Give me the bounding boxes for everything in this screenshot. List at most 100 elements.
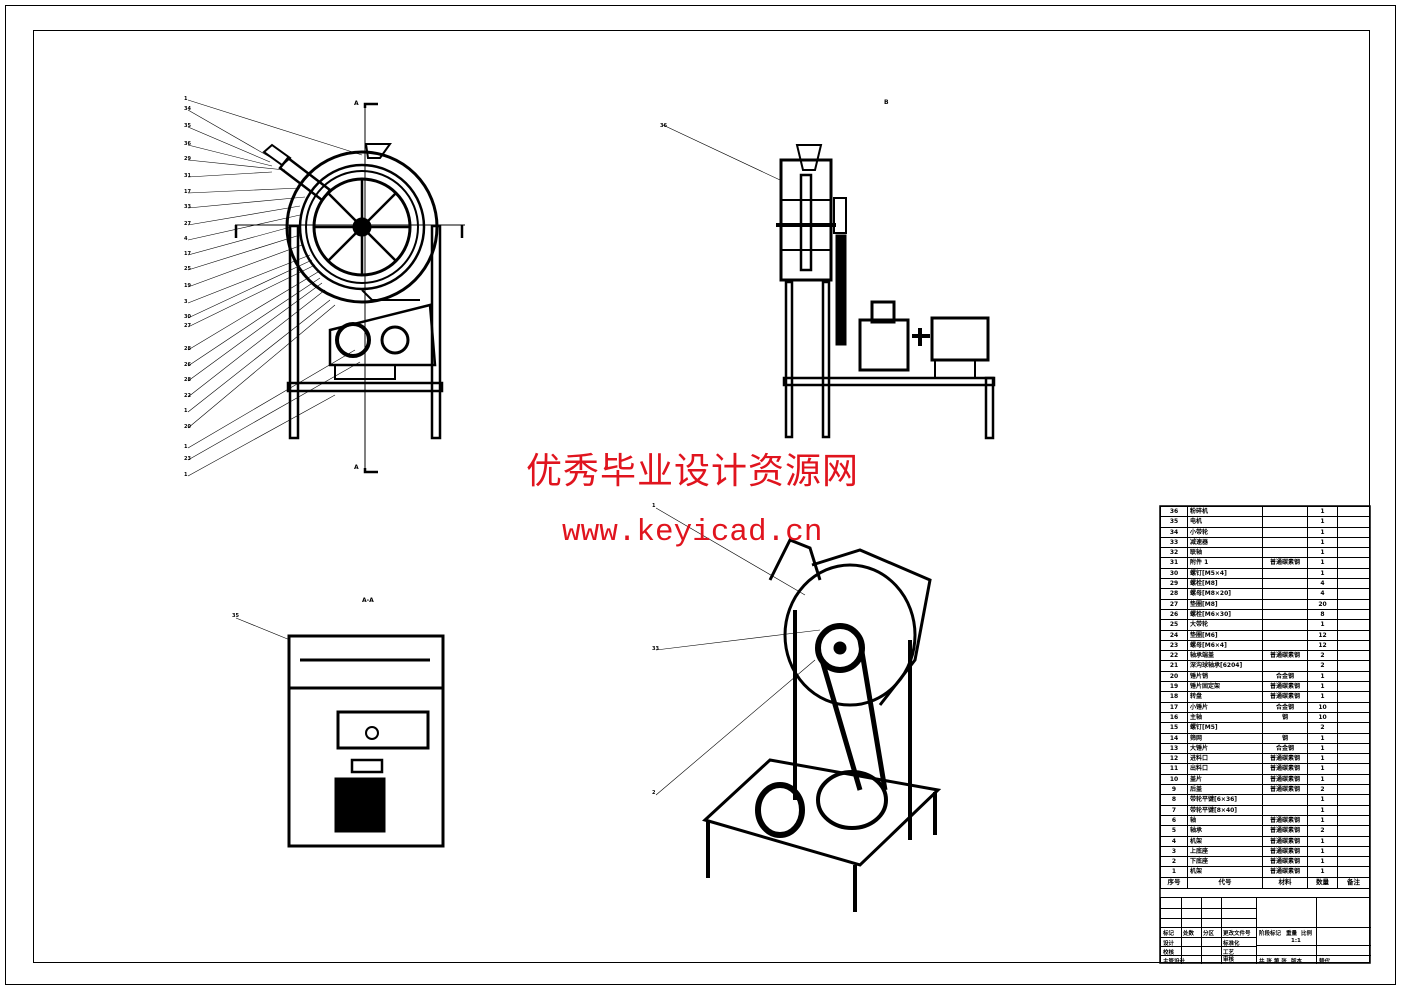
bom-header-qty: 数量 [1307,876,1338,889]
front-callout: 35 [184,123,191,129]
bom-cell-material [1262,526,1308,538]
bom-cell-remark [1337,794,1370,806]
bom-cell-no: 24 [1160,629,1188,641]
watermark-url[interactable]: www.keyicad.cn [562,515,823,550]
bom-cell-remark [1337,701,1370,713]
bom-cell-material: 普通碳素钢 [1262,681,1308,693]
bom-cell-no: 8 [1160,794,1188,806]
bom-cell-material: 普通碳素钢 [1262,845,1308,858]
bom-header-remark: 备注 [1337,876,1370,889]
bom-cell-name: 盖片 [1187,773,1263,786]
watermark-title: 优秀毕业设计资源网 [526,451,860,492]
bom-cell-no: 6 [1160,814,1188,827]
bom-cell-remark [1337,650,1370,662]
bom-cell-material: 普通碳素钢 [1262,753,1308,765]
bom-cell-qty: 20 [1307,598,1338,610]
bom-cell-name: 下底座 [1187,856,1263,868]
bom-cell-remark [1337,763,1370,775]
drawing-border-outer [5,5,1396,985]
bom-cell-material [1262,722,1308,734]
bom-cell-no: 14 [1160,732,1188,744]
front-callout: 3 [184,299,188,305]
bom-cell-qty: 1 [1307,691,1338,703]
bom-cell-remark [1337,866,1370,878]
front-callout: 17 [184,251,191,257]
bom-cell-qty: 1 [1307,742,1338,755]
bom-cell-no: 7 [1160,804,1188,816]
bom-cell-no: 13 [1160,742,1188,755]
bom-cell-qty: 1 [1307,856,1338,868]
bom-cell-remark [1337,804,1370,816]
bom-cell-qty: 1 [1307,670,1338,683]
bom-cell-remark [1337,773,1370,786]
front-leader-lines [187,99,363,477]
front-callout: 4 [184,236,188,242]
iso-callout-2: 33 [652,646,659,652]
front-callout: 1 [184,472,188,478]
bom-cell-no: 28 [1160,588,1188,600]
bom-cell-material: 合金钢 [1262,670,1308,683]
bom-cell-material: 普通碳素钢 [1262,650,1308,662]
role-chief: 主管设计 [1163,959,1186,965]
bom-cell-qty: 2 [1307,784,1338,796]
bom-cell-material [1262,629,1308,641]
bom-cell-name: 减速器 [1187,536,1263,549]
bom-cell-qty: 1 [1307,567,1338,580]
bom-cell-no: 31 [1160,557,1188,569]
isometric-view [655,507,942,912]
bom-cell-name: 螺钉[M5] [1187,722,1263,734]
bom-cell-remark [1337,845,1370,858]
front-callout: 36 [184,141,191,147]
front-callout: 1 [184,96,188,102]
front-callout: 33 [184,204,191,210]
bom-cell-qty: 1 [1307,505,1338,518]
bom-cell-material: 普通碳素钢 [1262,691,1308,703]
role-process: 工艺 [1223,950,1235,956]
bom-cell-remark [1337,711,1370,724]
bom-cell-remark [1337,742,1370,755]
bom-cell-no: 32 [1160,547,1188,559]
sheet-count: 共 张 第 张 [1259,959,1287,965]
bom-cell-material [1262,598,1308,610]
bom-cell-material [1262,516,1308,528]
bom-cell-material [1262,608,1308,621]
bom-cell-no: 4 [1160,835,1188,847]
version-label: 版本 [1291,959,1303,965]
bom-cell-material: 合金钢 [1262,701,1308,713]
bom-cell-no: 26 [1160,608,1188,621]
bom-cell-qty: 2 [1307,722,1338,734]
side-view-label: B [884,99,889,106]
bom-cell-name: 电机 [1187,516,1263,528]
title-block: 标记 处数 分区 更改文件号 设计 校核 主管设计 标准化 工艺 审核 阶段标记… [1160,897,1371,965]
bom-cell-name: 螺钉[M5×4] [1187,567,1263,580]
bom-cell-no: 9 [1160,784,1188,796]
bom-cell-qty: 1 [1307,516,1338,528]
weight-label: 重量 [1286,931,1298,937]
bom-cell-name: 螺栓[M8] [1187,578,1263,590]
bom-cell-qty: 2 [1307,660,1338,672]
bom-cell-qty: 1 [1307,845,1338,858]
rev-header-mark: 标记 [1163,931,1175,937]
front-callout: 28 [184,377,191,383]
bom-cell-remark [1337,526,1370,538]
rev-header-zone: 分区 [1203,931,1215,937]
bom-cell-material: 普通碳素钢 [1262,557,1308,569]
bom-cell-material [1262,588,1308,600]
bom-cell-no: 22 [1160,650,1188,662]
rev-header-count: 处数 [1183,931,1195,937]
